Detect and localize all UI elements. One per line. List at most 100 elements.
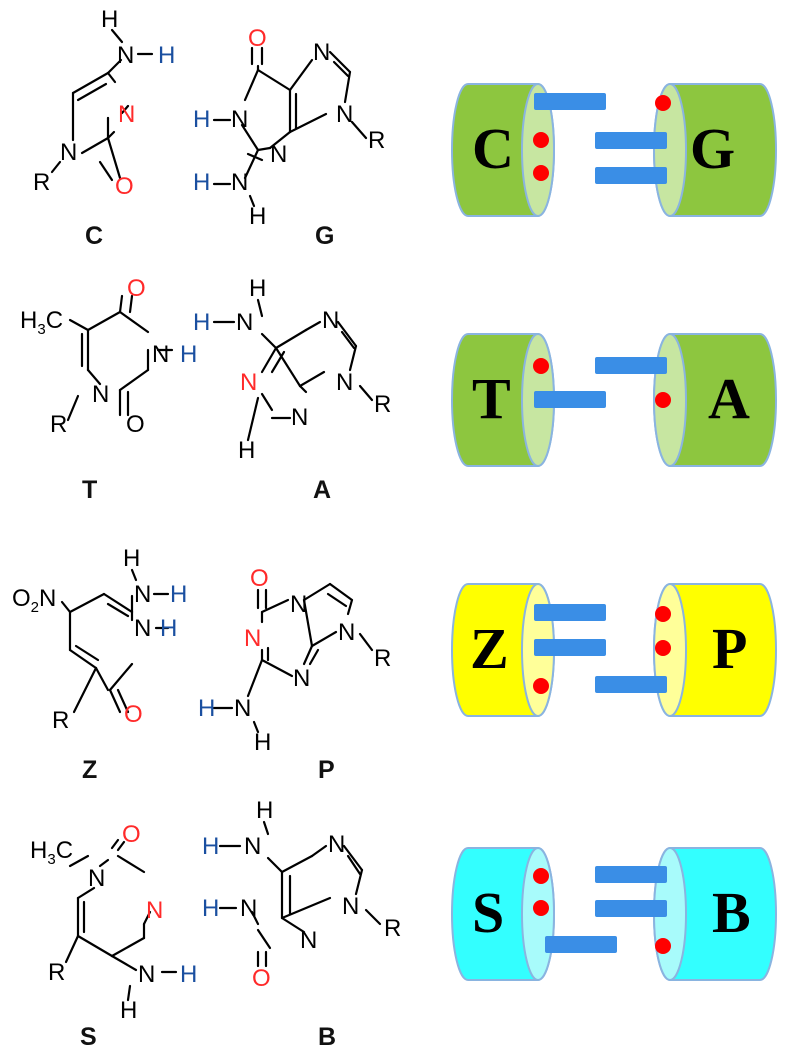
adenine-atoms: H H N N N N R N H: [193, 275, 391, 464]
atom-H3C: H3C: [20, 307, 63, 338]
atom-N: N: [293, 665, 310, 692]
atom-N-acceptor: N: [244, 625, 261, 652]
caption-B: B: [318, 1023, 336, 1051]
hbond-bar: [595, 900, 667, 917]
atom-H: H: [249, 203, 266, 230]
hbond-bar: [595, 866, 667, 883]
letter-B: B: [712, 880, 751, 945]
atom-N: N: [117, 42, 134, 69]
s-base-atoms: H3C O N N R N H H: [30, 821, 197, 1024]
hbond-bar: [534, 93, 606, 110]
atom-H3C: H3C: [30, 837, 73, 868]
atom-N: N: [336, 369, 353, 396]
atom-N: N: [290, 591, 307, 618]
atom-H-donor: H: [180, 341, 197, 368]
b-base-atoms: H H N N H N N R N O: [202, 797, 401, 992]
acceptor-dot: [655, 606, 671, 622]
acceptor-dot: [655, 392, 671, 408]
b-base-structure: [218, 820, 382, 968]
atom-N: N: [92, 381, 109, 408]
atom-N: N: [240, 895, 257, 922]
atom-R: R: [33, 169, 50, 196]
caption-A: A: [313, 476, 331, 504]
schematic-pair-ZP: Z P: [451, 583, 777, 717]
cytosine-structure: [50, 28, 154, 182]
atom-H-donor: H: [198, 695, 215, 722]
atom-H: H: [254, 729, 271, 756]
p-base-structure: [212, 582, 374, 734]
hbond-bar: [534, 391, 606, 408]
atom-O-acceptor: O: [250, 565, 269, 592]
atom-N: N: [336, 101, 353, 128]
atom-H: H: [256, 797, 273, 824]
z-base-structure: [60, 568, 170, 714]
atom-N: N: [342, 893, 359, 920]
atom-R: R: [52, 707, 69, 734]
caption-T: T: [82, 476, 97, 504]
atom-O-acceptor: O: [127, 275, 146, 302]
atom-H-donor: H: [193, 169, 210, 196]
atom-N: N: [134, 615, 151, 642]
atom-R: R: [374, 391, 391, 418]
adenine-structure: [212, 298, 374, 442]
atom-N: N: [338, 619, 355, 646]
atom-H: H: [101, 6, 118, 33]
letter-C: C: [472, 116, 514, 181]
atom-N: N: [313, 39, 330, 66]
atom-N-acceptor: N: [240, 369, 257, 396]
atom-R: R: [374, 645, 391, 672]
atom-N: N: [60, 139, 77, 166]
letter-S: S: [472, 880, 504, 945]
atom-N: N: [231, 169, 248, 196]
atom-H-donor: H: [193, 106, 210, 133]
atom-H-donor: H: [160, 615, 177, 642]
hbond-bar: [595, 132, 667, 149]
atom-N: N: [88, 865, 105, 892]
caption-P: P: [318, 756, 335, 784]
atom-N: N: [244, 833, 261, 860]
atom-H: H: [238, 437, 255, 464]
atom-N-acceptor: N: [146, 897, 163, 924]
acceptor-dot: [655, 95, 671, 111]
atom-H: H: [249, 275, 266, 302]
atom-H-donor: H: [170, 581, 187, 608]
schematic-pair-TA: T A: [451, 333, 777, 467]
atom-N: N: [231, 106, 248, 133]
atom-O-acceptor: O: [122, 821, 141, 848]
hbond-bar: [595, 167, 667, 184]
schematic-pair-SB: S B: [451, 847, 777, 981]
atom-H: H: [120, 997, 137, 1024]
caption-Z: Z: [82, 756, 97, 784]
atom-O-acceptor: O: [124, 701, 143, 728]
acceptor-dot: [533, 900, 549, 916]
letter-T: T: [472, 366, 511, 431]
atom-N: N: [322, 307, 339, 334]
letter-G: G: [690, 116, 735, 181]
hbond-bar: [534, 604, 606, 621]
caption-C: C: [85, 222, 103, 250]
hbond-bar: [534, 639, 606, 656]
acceptor-dot: [533, 165, 549, 181]
atom-H-donor: H: [180, 961, 197, 988]
cytosine-atoms: H N H N N O R: [33, 6, 175, 200]
s-base-structure: [64, 838, 178, 1002]
atom-R: R: [50, 411, 67, 438]
atom-O-acceptor: O: [252, 965, 271, 992]
hbond-bar: [595, 676, 667, 693]
atom-N: N: [236, 309, 253, 336]
atom-R: R: [368, 127, 385, 154]
atom-N: N: [152, 341, 169, 368]
guanine-structure: [212, 46, 368, 208]
letter-Z: Z: [470, 616, 509, 681]
hbond-bar: [595, 357, 667, 374]
atom-N: N: [234, 695, 251, 722]
atom-N: N: [328, 831, 345, 858]
cylinder-left-C: C: [451, 83, 555, 217]
cylinder-right-A: A: [653, 333, 777, 467]
caption-G: G: [315, 222, 334, 250]
acceptor-dot: [533, 132, 549, 148]
atom-N: N: [270, 141, 287, 168]
cylinder-right-P: P: [653, 583, 777, 717]
z-base-atoms: H O2N N H N H O R: [12, 545, 187, 734]
